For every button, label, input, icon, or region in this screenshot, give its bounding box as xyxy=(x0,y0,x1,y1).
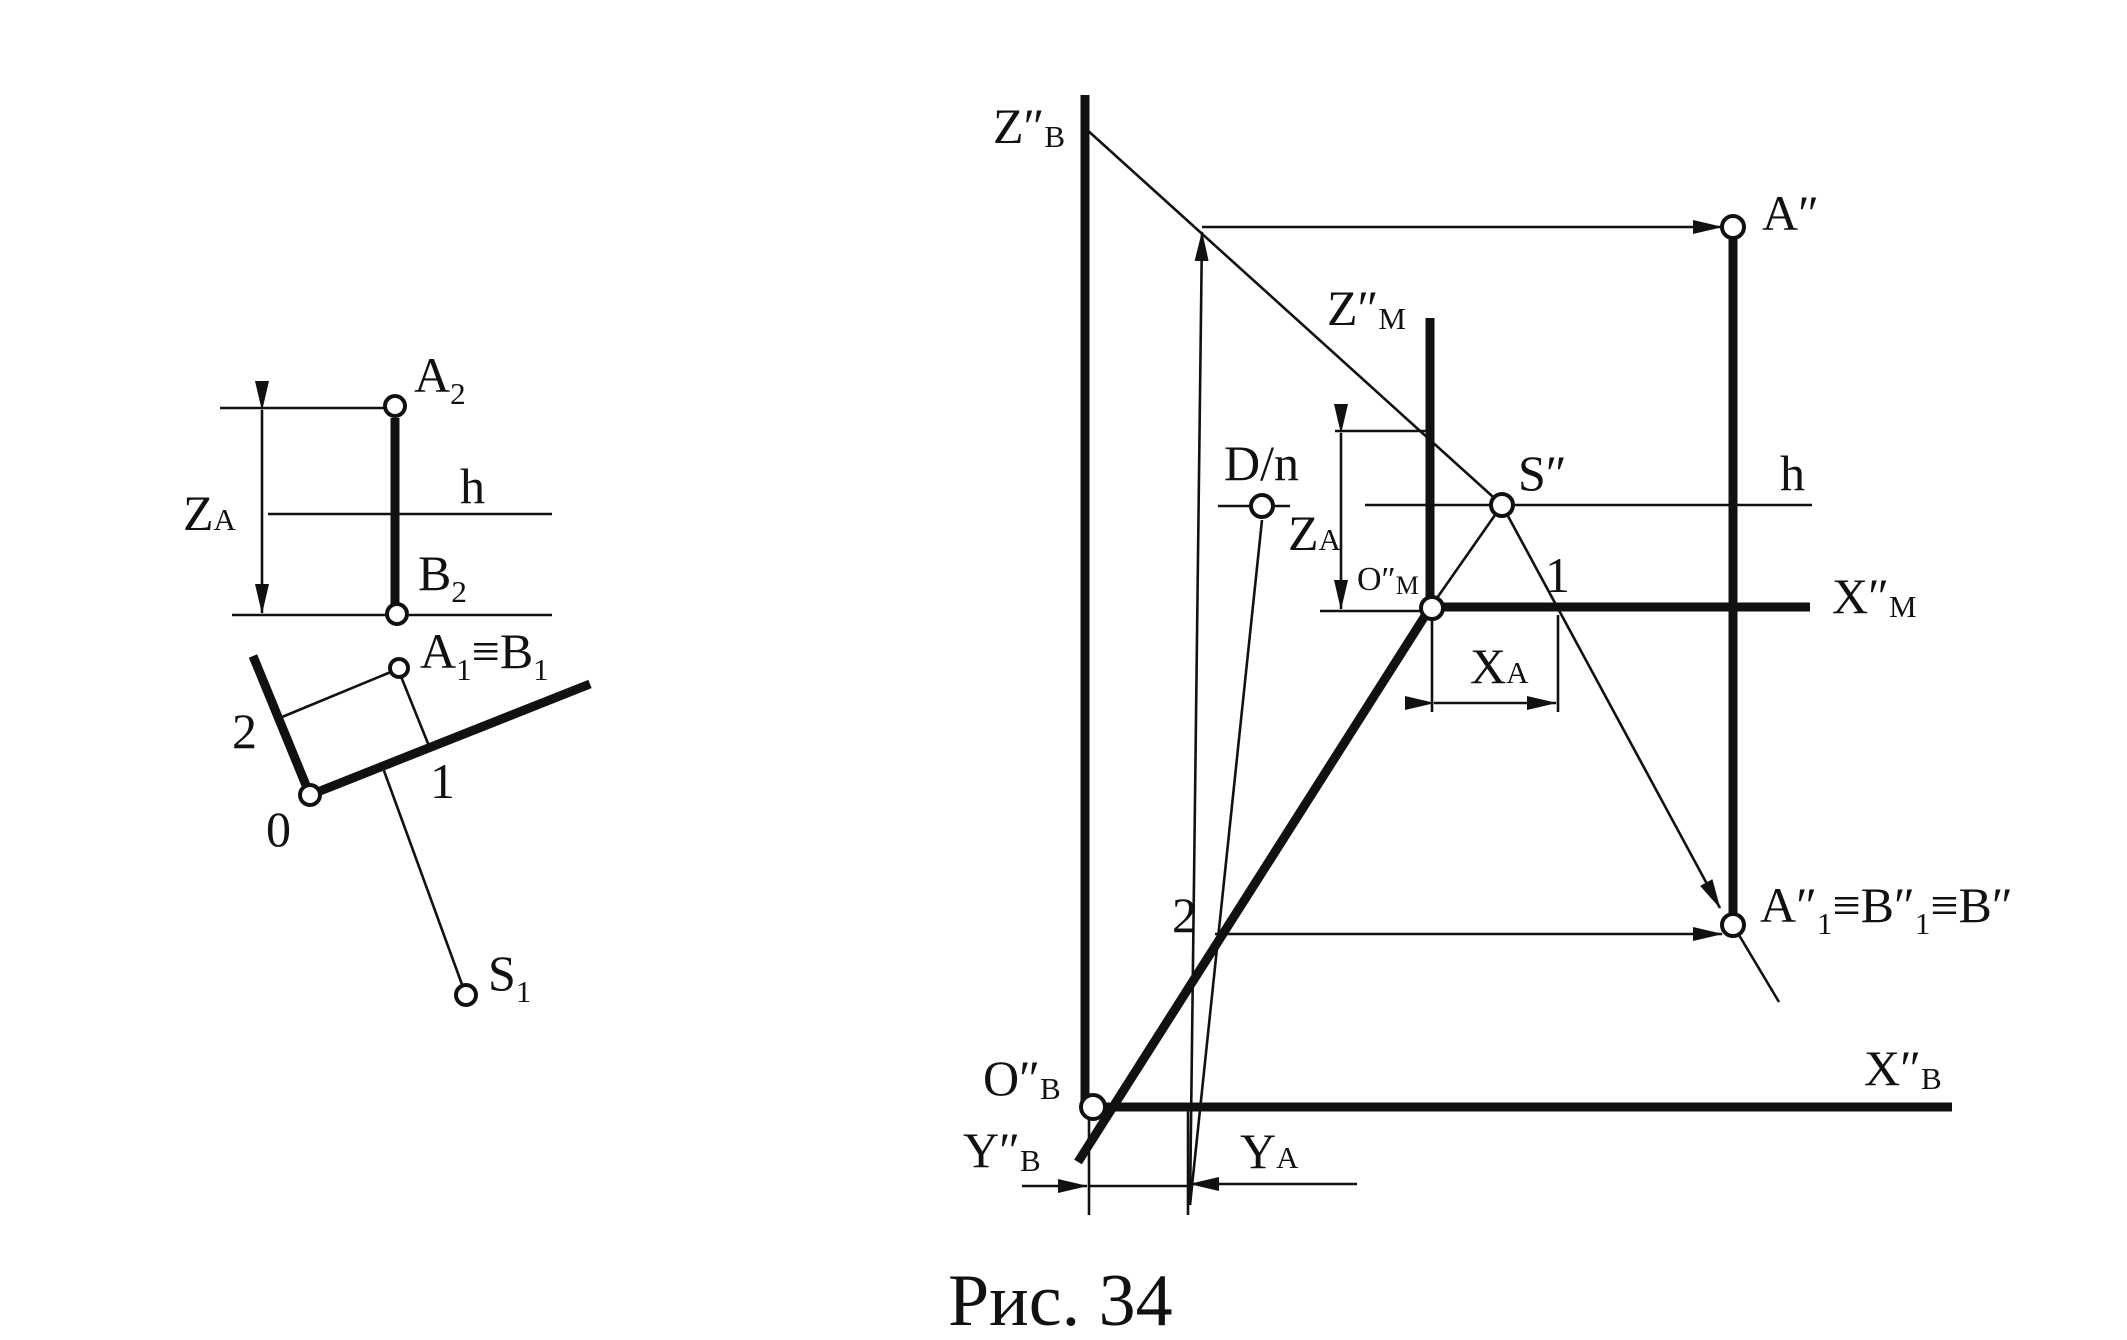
label-xm: X″M xyxy=(1832,568,1917,624)
label-ya: YA xyxy=(1240,1123,1299,1179)
line-s1 xyxy=(381,767,466,991)
label-a2: A2 xyxy=(414,347,466,411)
point-b2 xyxy=(385,602,409,626)
label-s1: S1 xyxy=(488,945,531,1009)
label-h-right: h xyxy=(1780,445,1805,501)
line-zb-s xyxy=(1084,127,1503,506)
label-xb: X″B xyxy=(1864,1040,1942,1096)
label-yb: Y″B xyxy=(963,1122,1041,1178)
axis-0-2 xyxy=(248,654,315,797)
label-2-left: 2 xyxy=(232,703,257,759)
line-dn xyxy=(1188,519,1264,1206)
right-view: Z″B A″ Z″M D/n S″ h ZA O″M 1 X″M XA 2 A″… xyxy=(963,95,2013,1215)
label-s-dd: S″ xyxy=(1518,445,1567,501)
point-a1-b1 xyxy=(388,657,410,679)
point-dn xyxy=(1249,493,1275,519)
label-1-left: 1 xyxy=(430,753,455,809)
perp-a1-1 xyxy=(396,668,431,747)
line-om-s xyxy=(1428,504,1504,609)
figure-caption: Рис. 34 xyxy=(948,1260,1173,1340)
label-h-left: h xyxy=(460,458,485,514)
label-b2: B2 xyxy=(418,545,467,609)
point-ob xyxy=(1079,1093,1107,1121)
point-0 xyxy=(298,783,322,807)
label-za-left: ZA xyxy=(183,485,237,541)
label-zm: Z″M xyxy=(1327,280,1406,336)
point-om xyxy=(1419,595,1445,621)
label-dn: D/n xyxy=(1224,435,1299,491)
label-zb: Z″B xyxy=(993,98,1065,154)
axis-om-ob xyxy=(1074,605,1434,1165)
label-1-right: 1 xyxy=(1545,547,1570,603)
point-s xyxy=(1489,492,1515,518)
axis-0-1 xyxy=(308,679,592,800)
point-a xyxy=(1720,214,1746,240)
point-s1 xyxy=(454,983,478,1007)
point-a2 xyxy=(383,394,407,418)
label-om: O″M xyxy=(1357,561,1419,600)
label-a1-b1: A1≡B1 xyxy=(420,623,549,687)
label-a-dd: A″ xyxy=(1762,185,1819,241)
line-a1-ext xyxy=(1731,924,1781,1003)
line-s-a1 xyxy=(1500,504,1722,909)
label-a1-b1-b: A″1≡B″1≡B″ xyxy=(1760,877,2013,941)
label-2-right: 2 xyxy=(1172,887,1197,943)
label-xa: XA xyxy=(1470,638,1529,694)
line-ya-up xyxy=(1188,231,1209,1206)
label-ob: O″B xyxy=(983,1050,1061,1106)
perp-a1-2 xyxy=(281,667,399,719)
left-view: A2 h ZA B2 A1≡B1 2 1 0 S1 xyxy=(183,347,592,1009)
label-0-left: 0 xyxy=(266,801,291,857)
label-za-right: ZA xyxy=(1288,505,1342,561)
point-a1-b1-b xyxy=(1720,912,1746,938)
